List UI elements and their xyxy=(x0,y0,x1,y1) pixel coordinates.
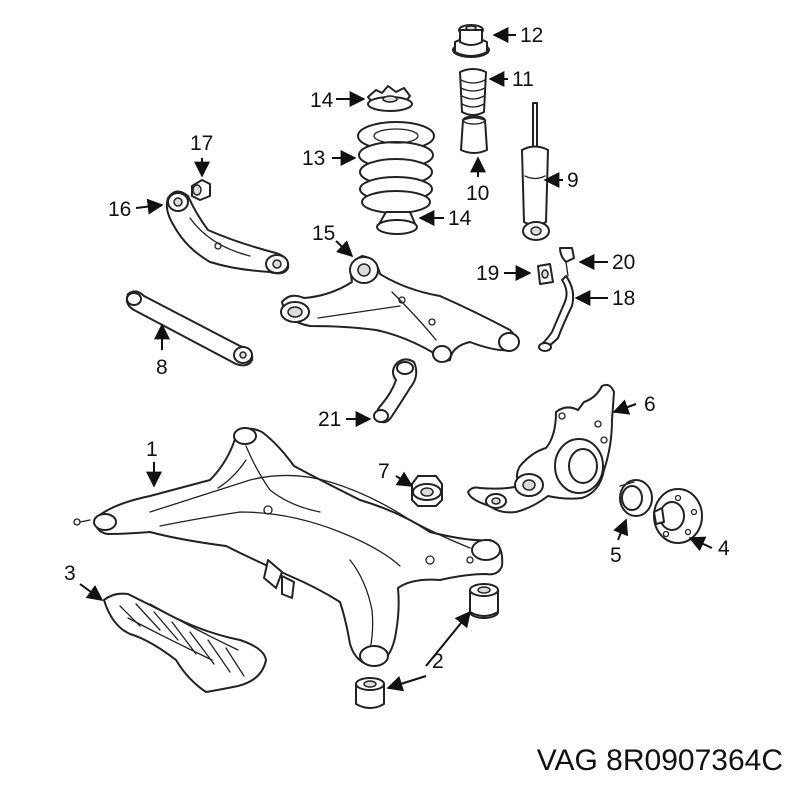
wheel-knuckle-part-6 xyxy=(467,383,615,514)
strut-mount-part-12 xyxy=(452,24,490,58)
lateral-link-part-8 xyxy=(125,290,254,367)
stabilizer-bushing-part-19 xyxy=(537,263,554,285)
callout-10: 10 xyxy=(466,182,489,205)
callout-1: 1 xyxy=(146,438,158,461)
part-reference: VAG 8R0907364C xyxy=(537,744,783,777)
callout-14-upper: 14 xyxy=(310,89,334,112)
subframe-bushing-upper-part-2 xyxy=(469,583,499,619)
callout-8: 8 xyxy=(156,356,168,379)
spring-seat-lower-part-14 xyxy=(376,211,418,235)
stabilizer-link-part-20 xyxy=(559,247,575,277)
leader-arrows xyxy=(79,27,713,692)
wheel-bearing-part-5 xyxy=(619,479,653,517)
callout-17: 17 xyxy=(190,132,213,155)
callout-12: 12 xyxy=(520,24,543,47)
callout-11: 11 xyxy=(512,68,534,91)
callout-7: 7 xyxy=(378,460,390,483)
callout-labels: 12 11 10 9 14 13 14 17 16 15 19 20 18 8 … xyxy=(64,24,730,673)
callout-18: 18 xyxy=(612,287,635,310)
callout-2: 2 xyxy=(432,650,444,673)
spring-seat-upper-part-14 xyxy=(367,85,413,112)
wheel-hub-part-4 xyxy=(653,488,703,544)
callout-3: 3 xyxy=(64,562,76,585)
shock-absorber-part-9 xyxy=(521,102,550,241)
stabilizer-bar-part-18 xyxy=(538,275,575,352)
callout-20: 20 xyxy=(612,251,635,274)
callout-21: 21 xyxy=(318,408,341,431)
bushing-part-7 xyxy=(411,475,443,507)
callout-16: 16 xyxy=(108,198,131,221)
subframe-part-1 xyxy=(73,427,504,667)
callout-13: 13 xyxy=(302,147,325,170)
callout-6: 6 xyxy=(644,393,656,416)
bump-stop-part-11 xyxy=(459,68,487,116)
callout-14-lower: 14 xyxy=(448,207,472,230)
callout-4: 4 xyxy=(718,537,730,560)
callout-15: 15 xyxy=(312,222,335,245)
callout-19: 19 xyxy=(476,262,499,285)
subframe-bushing-lower-part-2 xyxy=(355,677,385,709)
dust-boot-part-10 xyxy=(460,115,488,154)
upper-control-arm-part-16 xyxy=(165,190,290,275)
lower-control-arm-part-15 xyxy=(280,255,520,363)
callout-9: 9 xyxy=(567,169,579,192)
toe-link-part-21 xyxy=(373,358,418,424)
coil-spring-part-13 xyxy=(357,121,435,214)
bushing-part-17 xyxy=(191,179,211,201)
callout-5: 5 xyxy=(610,544,622,567)
underbody-cover-part-3 xyxy=(103,592,267,693)
